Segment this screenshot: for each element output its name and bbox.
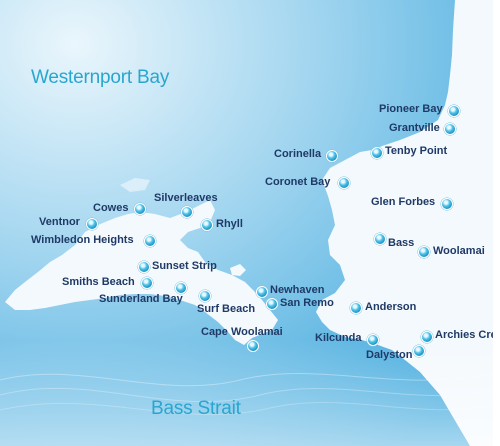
water-label-westernport-bay: Westernport Bay [31, 67, 170, 88]
place-label-bass[interactable]: Bass [388, 237, 415, 249]
place-pin-archies-creek[interactable] [421, 331, 433, 343]
place-pin-anderson[interactable] [350, 302, 362, 314]
place-label-grantville[interactable]: Grantville [389, 122, 440, 134]
place-label-surf-beach[interactable]: Surf Beach [197, 303, 256, 315]
place-pin-silverleaves[interactable] [181, 206, 193, 218]
water-label-bass-strait: Bass Strait [151, 398, 241, 419]
place-label-cape-woolamai[interactable]: Cape Woolamai [201, 326, 283, 338]
place-pin-bass[interactable] [374, 233, 386, 245]
place-pin-cape-woolamai[interactable] [247, 340, 259, 352]
place-label-cowes[interactable]: Cowes [93, 202, 129, 214]
place-label-dalyston[interactable]: Dalyston [366, 349, 413, 361]
place-pin-san-remo[interactable] [266, 298, 278, 310]
french-island-tip [120, 178, 150, 192]
place-label-silverleaves[interactable]: Silverleaves [154, 192, 218, 204]
place-label-coronet-bay[interactable]: Coronet Bay [265, 176, 331, 188]
place-pin-dalyston[interactable] [413, 345, 425, 357]
place-label-sunderland-bay[interactable]: Sunderland Bay [99, 293, 183, 305]
place-label-san-remo[interactable]: San Remo [280, 297, 334, 309]
place-pin-coronet-bay[interactable] [338, 177, 350, 189]
place-label-rhyll[interactable]: Rhyll [216, 218, 243, 230]
place-label-newhaven[interactable]: Newhaven [270, 284, 325, 296]
place-label-wimbledon-heights[interactable]: Wimbledon Heights [31, 234, 134, 246]
place-pin-rhyll[interactable] [201, 219, 213, 231]
place-label-glen-forbes[interactable]: Glen Forbes [371, 196, 436, 208]
bottom-fade [0, 340, 500, 446]
place-label-tenby-point[interactable]: Tenby Point [385, 145, 448, 157]
place-pin-sunset-strip[interactable] [138, 261, 150, 273]
place-pin-corinella[interactable] [326, 150, 338, 162]
place-pin-wimbledon-heights[interactable] [144, 235, 156, 247]
place-pin-glen-forbes[interactable] [441, 198, 453, 210]
place-pin-kilcunda[interactable] [367, 334, 379, 346]
place-label-sunset-strip[interactable]: Sunset Strip [152, 260, 217, 272]
place-pin-surf-beach[interactable] [199, 290, 211, 302]
place-label-corinella[interactable]: Corinella [274, 148, 322, 160]
place-label-woolamai[interactable]: Woolamai [433, 245, 485, 257]
churchill-island [230, 264, 246, 276]
place-pin-smiths-beach[interactable] [141, 277, 153, 289]
place-pin-cowes[interactable] [134, 203, 146, 215]
place-label-ventnor[interactable]: Ventnor [39, 216, 80, 228]
place-pin-pioneer-bay[interactable] [448, 105, 460, 117]
place-label-pioneer-bay[interactable]: Pioneer Bay [379, 103, 443, 115]
place-pin-grantville[interactable] [444, 123, 456, 135]
place-pin-ventnor[interactable] [86, 218, 98, 230]
place-pin-newhaven[interactable] [256, 286, 268, 298]
place-label-anderson[interactable]: Anderson [365, 301, 417, 313]
place-pin-woolamai[interactable] [418, 246, 430, 258]
place-label-smiths-beach[interactable]: Smiths Beach [62, 276, 135, 288]
place-label-kilcunda[interactable]: Kilcunda [315, 332, 362, 344]
place-pin-sunderland-bay[interactable] [175, 282, 187, 294]
right-edge-strip [493, 0, 500, 446]
place-label-archies-creek[interactable]: Archies Cree [435, 329, 500, 341]
place-pin-tenby-point[interactable] [371, 147, 383, 159]
